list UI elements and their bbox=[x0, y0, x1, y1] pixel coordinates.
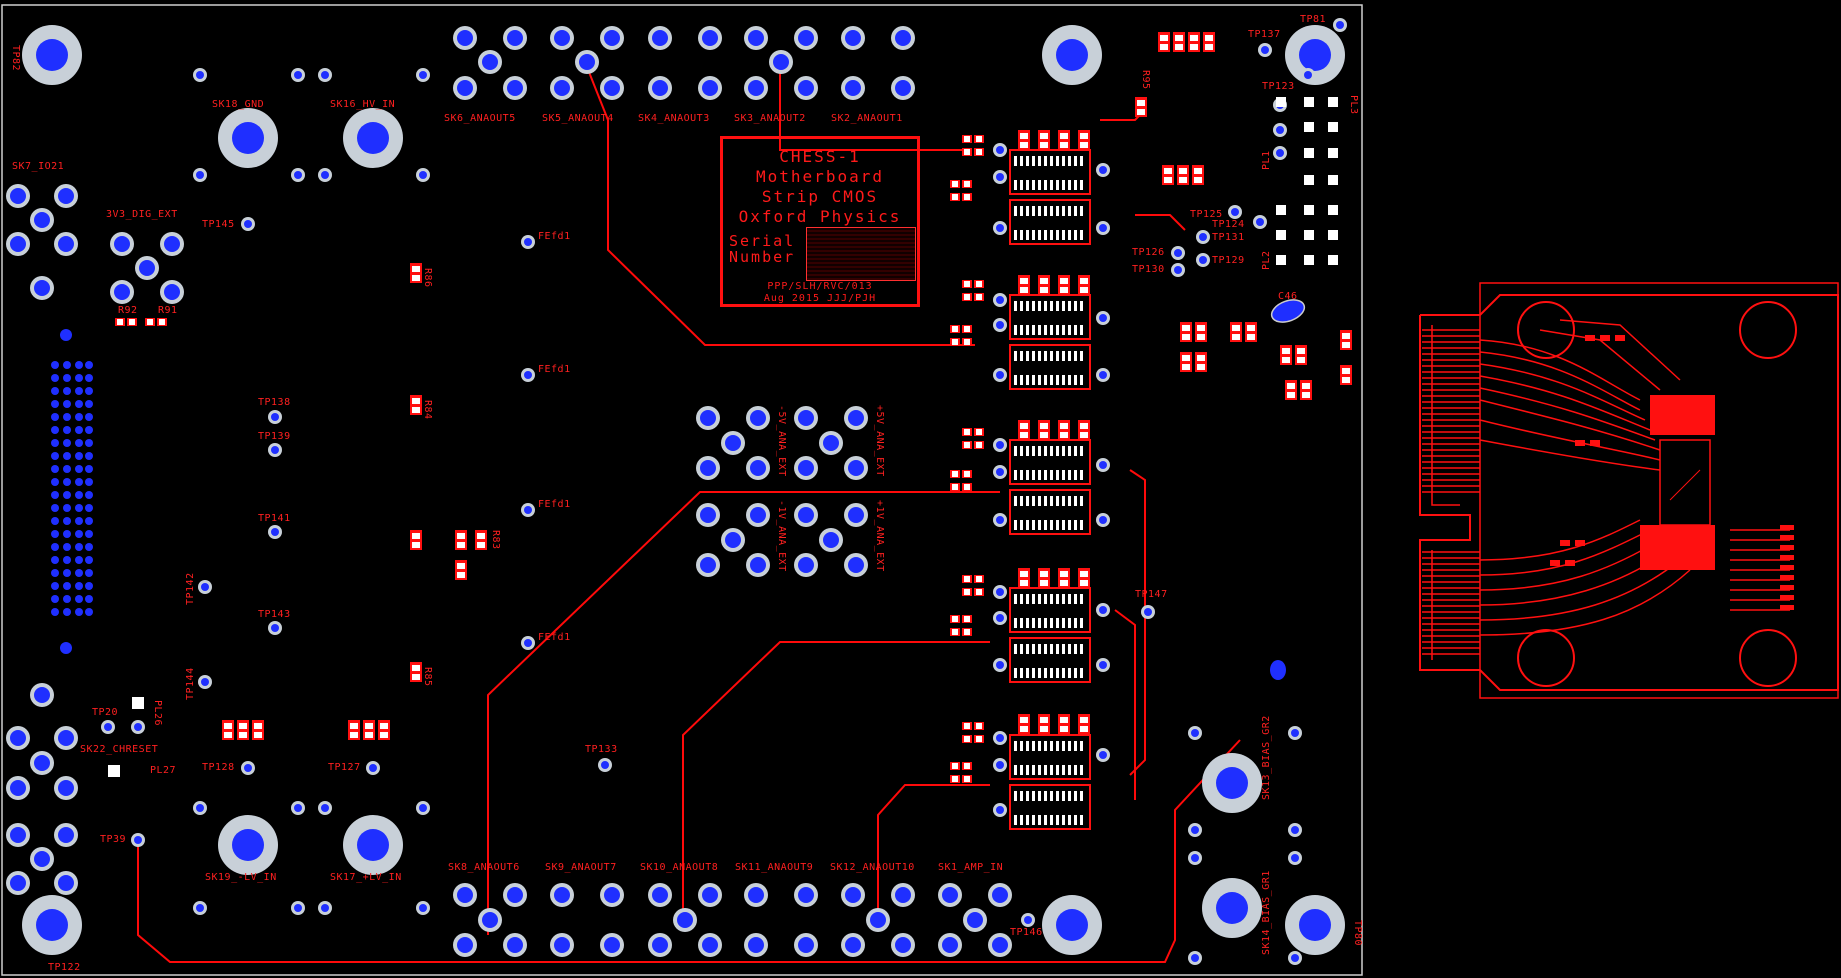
label-sk9: SK9_ANAOUT7 bbox=[545, 862, 617, 873]
mount-hole bbox=[1042, 25, 1102, 85]
label-tp128: TP128 bbox=[202, 762, 235, 773]
pl26-pad bbox=[132, 697, 144, 709]
label-r92: R92 bbox=[118, 305, 138, 316]
label-r95: R95 bbox=[1140, 70, 1151, 90]
label-sk13: SK13_BIAS_GR2 bbox=[1261, 715, 1272, 800]
mount-hole bbox=[22, 895, 82, 955]
label-sk6: SK6_ANAOUT5 bbox=[444, 113, 516, 124]
label-sk4: SK4_ANAOUT3 bbox=[638, 113, 710, 124]
label-sk19: SK19_-LV_IN bbox=[205, 872, 277, 883]
label-tp129: TP129 bbox=[1212, 255, 1245, 266]
label-tp138: TP138 bbox=[258, 397, 291, 408]
label-pl26: PL26 bbox=[152, 700, 163, 727]
title-ref: PPP/SLH/RVC/013 bbox=[767, 281, 873, 292]
title-block: CHESS-1 Motherboard Strip CMOS Oxford Ph… bbox=[720, 136, 920, 307]
top-sma-row bbox=[453, 26, 915, 100]
label-tp123: TP123 bbox=[1262, 81, 1295, 92]
title-line-2: Motherboard bbox=[756, 167, 884, 186]
label-sk18: SK18_GND bbox=[212, 99, 265, 110]
label-fid2: FEfd1 bbox=[538, 364, 571, 375]
label-fid1: FEfd1 bbox=[538, 231, 571, 242]
label-tp146: TP146 bbox=[1010, 927, 1043, 938]
label-sk22: SK22_CHRESET bbox=[80, 744, 159, 755]
label-dig-ext: 3V3_DIG_EXT bbox=[106, 209, 178, 220]
label-tp133: TP133 bbox=[585, 744, 618, 755]
label-pl27: PL27 bbox=[150, 765, 177, 776]
label-tp122: TP122 bbox=[48, 962, 81, 973]
label-tp80: TP80 bbox=[1352, 920, 1363, 947]
label-tp141: TP141 bbox=[258, 513, 291, 524]
label-tp145: TP145 bbox=[202, 219, 235, 230]
label-pl3: PL3 bbox=[1348, 95, 1359, 115]
title-line-4: Oxford Physics bbox=[738, 207, 902, 226]
left-power-connectors bbox=[193, 68, 430, 915]
left-edge-connectors bbox=[6, 184, 184, 895]
label-sk2: SK2_ANAOUT1 bbox=[831, 113, 903, 124]
mount-hole bbox=[1285, 895, 1345, 955]
label-tp124: TP124 bbox=[1212, 219, 1245, 230]
serial-number-box bbox=[806, 227, 916, 281]
label-sk8: SK8_ANAOUT6 bbox=[448, 862, 520, 873]
serial-label-line1: Serial bbox=[729, 232, 796, 250]
title-line-1: CHESS-1 bbox=[779, 147, 861, 166]
label-sk16: SK16_HV_IN bbox=[330, 99, 396, 110]
label-tp20: TP20 bbox=[92, 707, 119, 718]
title-date: Aug 2015 JJJ/PJH bbox=[763, 293, 877, 304]
label-sk3: SK3_ANAOUT2 bbox=[734, 113, 806, 124]
label-tp127: TP127 bbox=[328, 762, 361, 773]
pl27-pad bbox=[108, 765, 120, 777]
label-tp39: TP39 bbox=[100, 834, 127, 845]
label-tp143: TP143 bbox=[258, 609, 291, 620]
label-pl2: PL2 bbox=[1261, 250, 1272, 270]
title-line-3: Strip CMOS bbox=[761, 187, 879, 206]
label-r83: R83 bbox=[490, 530, 501, 550]
label-fid4: FEfd1 bbox=[538, 632, 571, 643]
inset-board bbox=[1419, 282, 1839, 699]
label-sk7: SK7_IO21 bbox=[12, 161, 65, 172]
c46-pad bbox=[1270, 299, 1306, 323]
label-tp81: TP81 bbox=[1300, 14, 1327, 25]
label-ana-m5: -5V_ANA_EXT bbox=[776, 405, 787, 477]
serial-label-line2: Number bbox=[729, 248, 796, 266]
label-sk10: SK10_ANAOUT8 bbox=[640, 862, 719, 873]
label-tp82: TP82 bbox=[10, 45, 21, 72]
label-ana-m1: -1V_ANA_EXT bbox=[776, 500, 787, 572]
label-tp142: TP142 bbox=[185, 572, 196, 605]
label-sk11: SK11_ANAOUT9 bbox=[735, 862, 814, 873]
label-r91: R91 bbox=[158, 305, 178, 316]
mount-hole bbox=[22, 25, 82, 85]
label-tp126: TP126 bbox=[1132, 247, 1165, 258]
pin-header bbox=[51, 329, 93, 654]
label-tp137: TP137 bbox=[1248, 29, 1281, 40]
label-tp125: TP125 bbox=[1190, 209, 1223, 220]
label-sk14: SK14_BIAS_GR1 bbox=[1261, 870, 1272, 955]
label-tp144: TP144 bbox=[185, 667, 196, 700]
mount-hole bbox=[1042, 895, 1102, 955]
bottom-sma-row bbox=[453, 883, 1012, 957]
label-c46: C46 bbox=[1278, 291, 1298, 302]
label-tp139: TP139 bbox=[258, 431, 291, 442]
label-sk12: SK12_ANAOUT10 bbox=[830, 862, 915, 873]
mount-hole bbox=[1285, 25, 1345, 85]
label-r85: R85 bbox=[422, 667, 433, 687]
label-ana-p1: +1V_ANA_EXT bbox=[874, 500, 885, 572]
label-sk17: SK17_+LV_IN bbox=[330, 872, 402, 883]
label-ana-p5: +5V_ANA_EXT bbox=[874, 405, 885, 477]
label-sk1: SK1_AMP_IN bbox=[938, 862, 1004, 873]
label-r86: R86 bbox=[422, 268, 433, 288]
label-pl1: PL1 bbox=[1261, 150, 1272, 170]
via-oval bbox=[1270, 660, 1286, 680]
label-tp131: TP131 bbox=[1212, 232, 1245, 243]
label-sk5: SK5_ANAOUT4 bbox=[542, 113, 614, 124]
header-pl bbox=[1276, 97, 1338, 265]
label-tp147: TP147 bbox=[1135, 589, 1168, 600]
label-fid3: FEfd1 bbox=[538, 499, 571, 510]
label-tp130: TP130 bbox=[1132, 264, 1165, 275]
label-r84: R84 bbox=[422, 400, 433, 420]
serial-label: Serial Number bbox=[729, 233, 795, 265]
